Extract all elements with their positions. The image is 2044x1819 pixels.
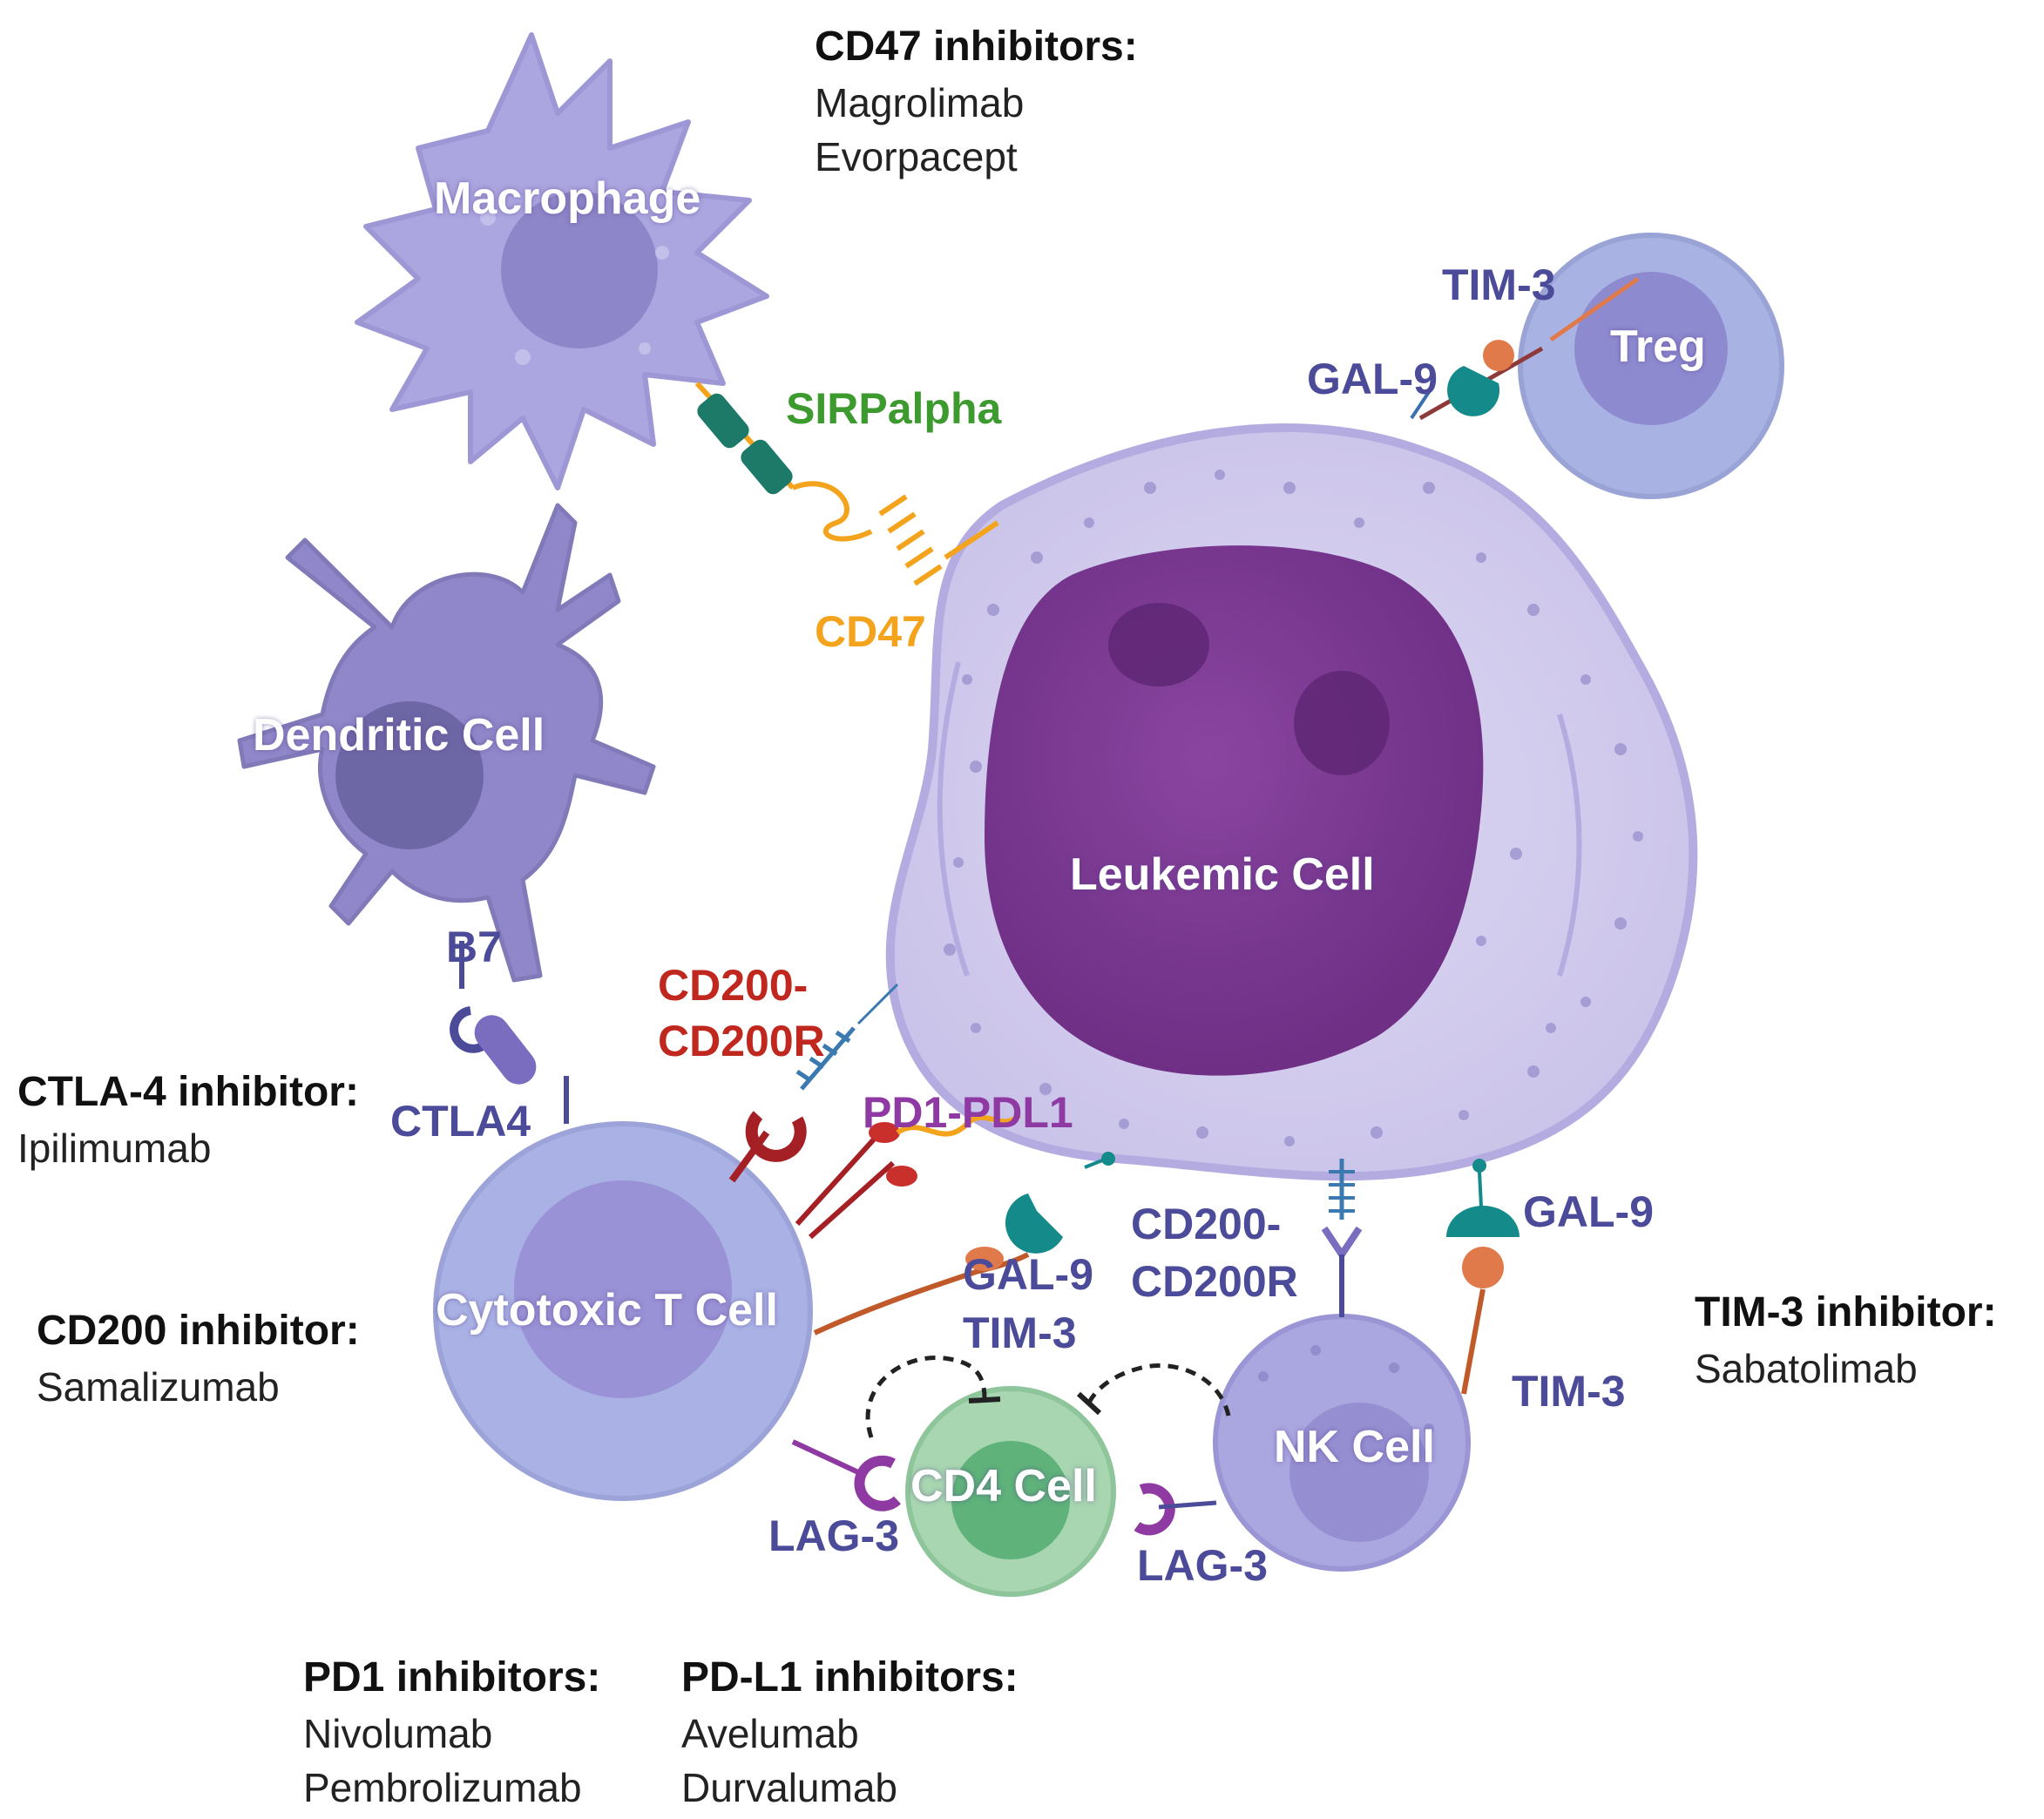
tim3-right-label: TIM-3: [1512, 1367, 1626, 1416]
sirpalpha-receptor: [694, 381, 795, 495]
drug-name: Pembrolizumab: [303, 1764, 582, 1810]
treg-cell: [1518, 233, 1784, 499]
inhibition-arrows: [865, 1356, 1231, 1438]
cd200-cd200r-nk-label-line2: CD200R: [1131, 1257, 1298, 1306]
gal9-treg-label: GAL-9: [1307, 355, 1438, 403]
drug-name: Sabatolimab: [1695, 1345, 1918, 1391]
cd200-cytotoxic: [728, 983, 899, 1183]
cd47-inhibitors-heading: CD47 inhibitors:: [815, 24, 1138, 70]
cytotoxic-nucleus: [514, 1180, 732, 1398]
cytoplasm-fiber: [937, 661, 970, 977]
macrophage-nucleus: [501, 192, 658, 348]
cd4-nucleus: [951, 1441, 1070, 1559]
leukemic-nucleus: [985, 545, 1484, 1076]
drug-name: Evorpacept: [815, 133, 1018, 179]
dendritic-nucleus: [335, 701, 484, 849]
cd47-inhibitors-block: CD47 inhibitors: Magrolimab Evorpacept: [815, 19, 1138, 184]
macrophage-cell: [355, 32, 769, 490]
tim3-treg-label: TIM-3: [1442, 260, 1556, 309]
cytoplasm-dots: [944, 470, 1643, 1146]
cd200-inhibitor-block: CD200 inhibitor: Samalizumab: [37, 1303, 360, 1414]
cytotoxic-t-cell-label: Cytotoxic T Cell: [436, 1285, 778, 1336]
drug-name: Nivolumab: [303, 1710, 493, 1756]
tim3-mid-label: TIM-3: [963, 1308, 1077, 1357]
cd200-inhibitor-heading: CD200 inhibitor:: [37, 1308, 360, 1354]
drug-name: Samalizumab: [37, 1363, 280, 1410]
nucleolus: [1108, 603, 1209, 686]
pdl1-inhibitors-heading: PD-L1 inhibitors:: [681, 1654, 1019, 1701]
leukemic-cell: [885, 423, 1698, 1181]
lag3-left-label: LAG-3: [768, 1511, 899, 1560]
cd47-label: CD47: [815, 607, 926, 656]
gal9-right-label: GAL-9: [1523, 1187, 1654, 1236]
lag3-right-label: LAG-3: [1137, 1541, 1268, 1590]
b7-ctla4: [450, 941, 569, 1124]
sirpalpha-label: SIRPalpha: [786, 384, 1002, 433]
dendritic-cell-label: Dendritic Cell: [253, 710, 545, 761]
pd1-inhibitors-heading: PD1 inhibitors:: [303, 1654, 601, 1701]
nucleolus: [1294, 671, 1390, 775]
treg-tim3-gal9: [1410, 276, 1640, 421]
pdl1-inhibitors-block: PD-L1 inhibitors: Avelumab Durvalumab: [681, 1650, 1019, 1815]
tim3-inhibitor-heading: TIM-3 inhibitor:: [1695, 1289, 1997, 1336]
nk-nucleus: [1289, 1403, 1429, 1542]
cd200-cd200r-nk-label-line1: CD200-: [1131, 1200, 1282, 1248]
dendritic-cell: [237, 503, 656, 983]
b7-label: B7: [446, 923, 502, 971]
pd1-pdl1-label: PD1-PDL1: [863, 1088, 1073, 1137]
lag3-right: [1134, 1483, 1217, 1536]
drug-name: Ipilimumab: [17, 1125, 212, 1171]
ctla4-inhibitor-block: CTLA-4 inhibitor: Ipilimumab: [17, 1065, 359, 1175]
gal9-tim3-right: [1446, 1159, 1519, 1395]
ctla4-inhibitor-heading: CTLA-4 inhibitor:: [17, 1069, 359, 1115]
cd200-cd200r-top-label-line2: CD200R: [658, 1017, 825, 1065]
inhibition-bars: [968, 1391, 1102, 1416]
drug-name: Avelumab: [681, 1710, 859, 1756]
cd4-cell: [905, 1386, 1116, 1597]
ctla4-label: CTLA4: [390, 1097, 531, 1146]
gal9-mid-label: GAL-9: [963, 1250, 1093, 1299]
nk-cell: [1213, 1314, 1471, 1572]
pd1-inhibitors-block: PD1 inhibitors: Nivolumab Pembrolizumab: [303, 1650, 600, 1815]
cd200-cd200r-top-label-line1: CD200-: [658, 961, 809, 1010]
tim3-inhibitor-block: TIM-3 inhibitor: Sabatolimab: [1695, 1285, 1997, 1396]
drug-name: Magrolimab: [815, 79, 1025, 125]
gal9-tim3-mid: [813, 1152, 1115, 1336]
cd4-cell-label: CD4 Cell: [910, 1461, 1097, 1511]
treg-nucleus: [1574, 272, 1728, 425]
cd200-nk: [1321, 1159, 1363, 1317]
macrophage-label: Macrophage: [434, 173, 701, 224]
treg-label: Treg: [1610, 321, 1706, 372]
drug-name: Durvalumab: [681, 1764, 897, 1810]
cd47-receptor: [791, 481, 999, 586]
lag3-left: [791, 1439, 902, 1511]
nk-cell-label: NK Cell: [1274, 1422, 1435, 1472]
leukemic-cell-label: Leukemic Cell: [1070, 849, 1375, 900]
cytotoxic-t-cell: [433, 1121, 813, 1501]
pd1-pdl1: [795, 1112, 1022, 1240]
cytoplasm-fiber: [1557, 713, 1582, 977]
